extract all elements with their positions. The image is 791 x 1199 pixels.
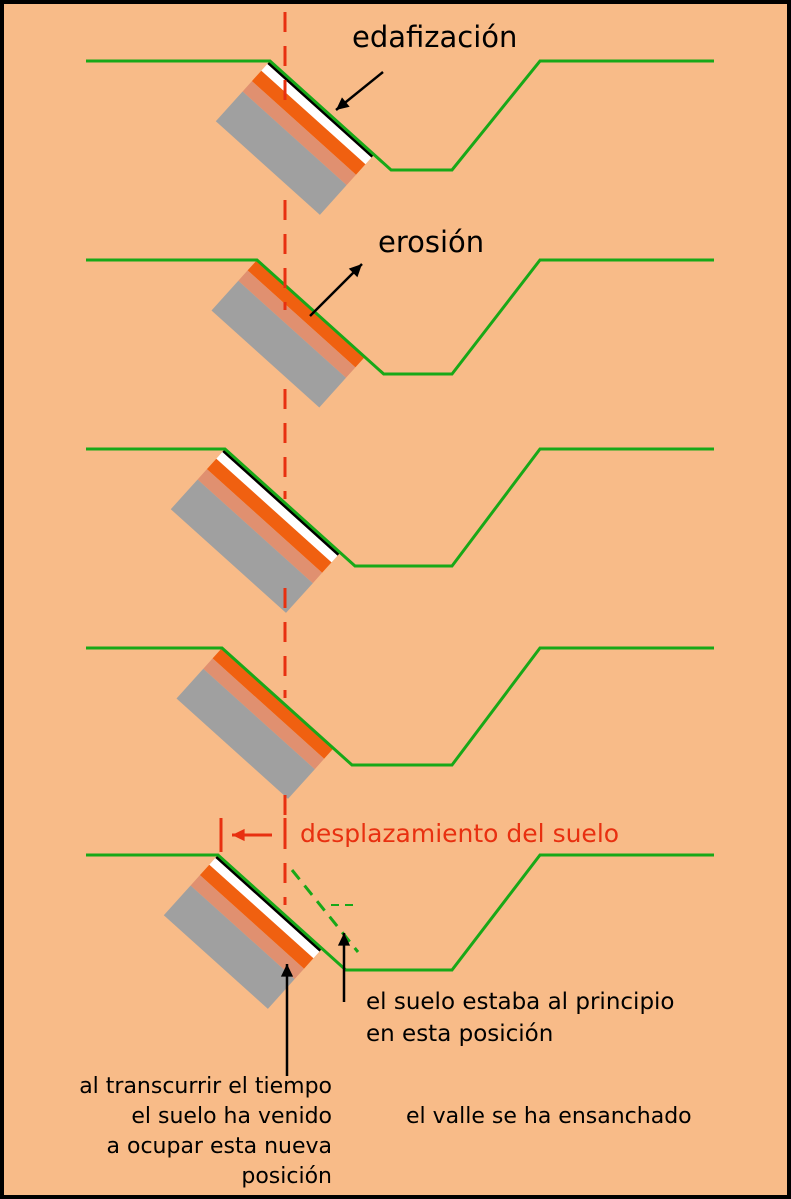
label-new-position-line2: el suelo ha venido bbox=[131, 1104, 332, 1129]
soil-gray-layer bbox=[170, 479, 313, 613]
stage-2 bbox=[86, 200, 714, 408]
new-position-arrow-head bbox=[280, 964, 294, 977]
background bbox=[4, 4, 787, 1195]
label-new-position-line1: al transcurrir el tiempo bbox=[79, 1074, 332, 1099]
soil-salmon-layer bbox=[242, 81, 356, 186]
label-new-position-line3: a ocupar esta nueva bbox=[106, 1134, 332, 1159]
soil-orange-layer bbox=[206, 458, 332, 573]
label-new-position-line4: posición bbox=[241, 1164, 332, 1189]
soil-black-layer bbox=[222, 449, 341, 556]
initial-soil-outline bbox=[290, 869, 360, 953]
displacement-arrow-head bbox=[232, 828, 245, 842]
stage-5 bbox=[86, 795, 714, 1009]
soil-white-layer bbox=[209, 858, 320, 959]
soil-orange-layer bbox=[212, 648, 334, 759]
stage-1 bbox=[86, 12, 714, 215]
erosion-arrow bbox=[309, 263, 363, 317]
soil-orange-layer bbox=[199, 864, 314, 969]
soil-orange-layer bbox=[247, 260, 365, 368]
terrain-profile bbox=[86, 646, 714, 767]
initial-position-arrow-head bbox=[337, 933, 351, 946]
stage-4 bbox=[86, 588, 714, 799]
soil-salmon-layer bbox=[238, 270, 356, 378]
label-displacement: desplazamiento del suelo bbox=[300, 819, 620, 848]
soil-gray-layer bbox=[211, 280, 346, 408]
terrain-profile bbox=[86, 853, 714, 972]
terrain-profile bbox=[86, 258, 714, 376]
displacement-arrow bbox=[232, 828, 272, 842]
initial-position-arrow bbox=[337, 933, 351, 1002]
label-erosion: erosión bbox=[378, 225, 485, 259]
label-valley-widened: el valle se ha ensanchado bbox=[406, 1104, 692, 1129]
soil-black-layer bbox=[215, 855, 323, 952]
stages-group bbox=[86, 12, 714, 1076]
soil-gray-layer bbox=[176, 668, 315, 799]
soil-white-layer bbox=[216, 452, 338, 563]
edafizacion-arrow-head bbox=[336, 97, 350, 110]
soil-white-layer bbox=[261, 64, 372, 165]
new-position-arrow bbox=[280, 964, 294, 1076]
label-initial-position-line1: el suelo estaba al principio bbox=[366, 989, 675, 1015]
erosion-arrow-head bbox=[348, 264, 362, 278]
soil-black-layer bbox=[267, 61, 375, 158]
stage-3 bbox=[86, 389, 714, 613]
soil-gray-layer bbox=[163, 885, 295, 1009]
soil-salmon-layer bbox=[190, 875, 304, 980]
label-initial-position-line2: en esta posición bbox=[366, 1021, 554, 1047]
soil-salmon-layer bbox=[197, 469, 323, 584]
edafizacion-arrow bbox=[335, 71, 384, 111]
soil-gray-layer bbox=[215, 91, 347, 215]
terrain-profile bbox=[86, 447, 714, 568]
terrain-profile bbox=[86, 59, 714, 172]
label-edafizacion: edafización bbox=[352, 20, 518, 54]
soil-salmon-layer bbox=[203, 658, 325, 770]
soil-orange-layer bbox=[251, 70, 366, 175]
